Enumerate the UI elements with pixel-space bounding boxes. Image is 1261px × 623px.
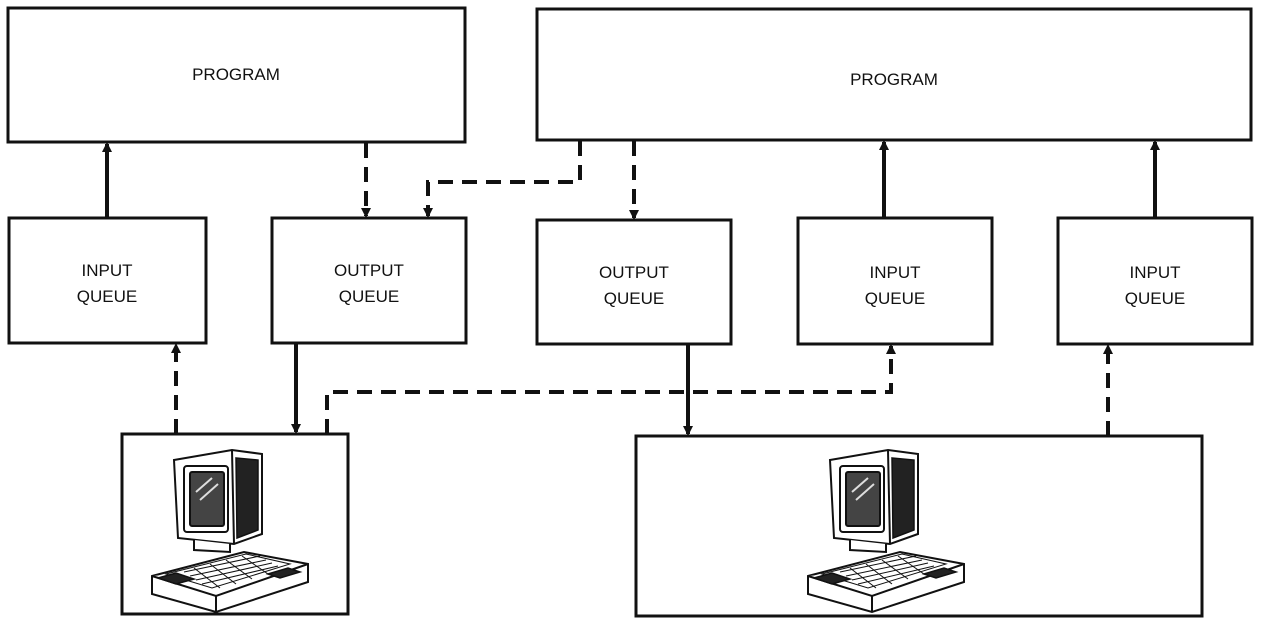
queue-label-line2: QUEUE [604, 289, 664, 308]
program-label: PROGRAM [850, 70, 938, 89]
queue-label-line2: QUEUE [339, 287, 399, 306]
dashed-arrow-program-to-output [423, 141, 582, 218]
queue-label-line1: INPUT [1130, 263, 1181, 282]
input-queue-box: INPUT QUEUE [796, 216, 994, 346]
program-box-right: PROGRAM [535, 7, 1253, 142]
terminal-box-left [120, 432, 350, 616]
queue-label-line2: QUEUE [77, 287, 137, 306]
queue-label-line2: QUEUE [1125, 289, 1185, 308]
queue-label-line1: INPUT [82, 261, 133, 280]
program-label: PROGRAM [192, 65, 280, 84]
terminal-box-right [634, 434, 1204, 618]
output-queue-box: OUTPUT QUEUE [535, 218, 733, 346]
input-queue-box: INPUT QUEUE [1056, 216, 1254, 346]
input-queue-box: INPUT QUEUE [7, 216, 208, 345]
queue-label-line1: OUTPUT [599, 263, 669, 282]
output-queue-box: OUTPUT QUEUE [270, 216, 468, 345]
queue-label-line1: OUTPUT [334, 261, 404, 280]
queue-label-line2: QUEUE [865, 289, 925, 308]
dashed-arrow-terminal-to-input [325, 344, 896, 434]
program-box-left: PROGRAM [6, 6, 467, 144]
queue-label-line1: INPUT [870, 263, 921, 282]
